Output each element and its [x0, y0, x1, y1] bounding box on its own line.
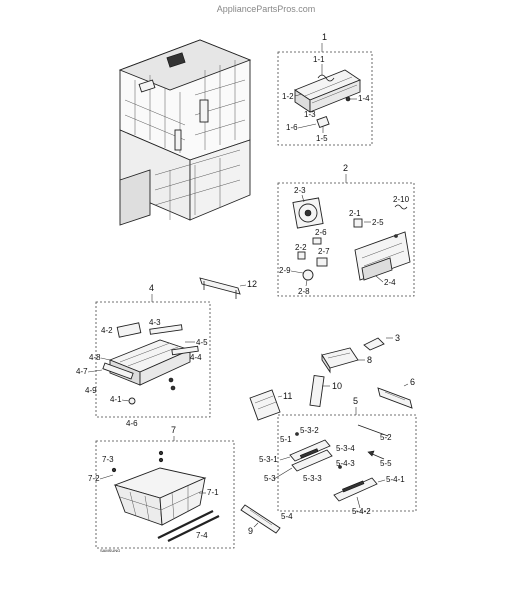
callout-2-4: 2-4	[384, 278, 396, 287]
callout-1-6: 1-6	[286, 123, 298, 132]
callout-2-10: 2-10	[393, 195, 410, 204]
callout-1-2: 1-2	[282, 92, 294, 101]
callout-6: 6	[410, 377, 415, 387]
callout-1: 1	[322, 32, 327, 42]
refrigerator-cabinet	[118, 39, 252, 226]
callout-2-2: 2-2	[295, 243, 307, 252]
callout-5-4: 5-4	[281, 512, 293, 521]
callout-3: 3	[395, 333, 400, 343]
callout-5-1: 5-1	[280, 435, 292, 444]
callout-4-2: 4-2	[101, 326, 113, 335]
callout-4-6: 4-6	[126, 419, 138, 428]
assembly-7: 7 7-3 7-2 7-1 7-4	[88, 425, 235, 549]
callout-7-3: 7-3	[102, 455, 114, 464]
callout-2-9: 2-9	[279, 266, 291, 275]
callout-9: 9	[248, 526, 253, 536]
callout-5: 5	[353, 396, 358, 406]
callout-1-5: 1-5	[316, 134, 328, 143]
callout-7-4: 7-4	[196, 531, 208, 540]
part-9-rail: 9	[240, 504, 281, 536]
assembly-2: 2 2-3 2-1 2-5 2-10 2-6 2-2 2-7 2-9 2-8 2	[277, 163, 415, 297]
callout-12: 12	[247, 279, 257, 289]
callout-4-1: 4-1	[110, 395, 122, 404]
footer-code: SAMSUNG	[100, 548, 120, 553]
callout-7-1: 7-1	[207, 488, 219, 497]
assembly-5: 5 5-3-2 5-2 5-1 5-3-4 5-3-1 5-4-3 5-5 5-…	[259, 396, 417, 521]
watermark: AppliancePartsPros.com	[217, 4, 316, 14]
callout-5-3-3: 5-3-3	[303, 474, 322, 483]
part-12-handle: 12	[199, 277, 257, 299]
callout-5-3: 5-3	[264, 474, 276, 483]
callout-5-3-1: 5-3-1	[259, 455, 278, 464]
part-11-filter: 11	[249, 389, 292, 421]
part-3-bracket: 3	[363, 333, 400, 351]
callout-5-4-1: 5-4-1	[386, 475, 405, 484]
assembly-4: 4 4-3 4-2 4-5 4-4 4-8 4-7 4-9 4-1 4-6	[76, 283, 211, 428]
callout-4: 4	[149, 283, 154, 293]
callout-2-6: 2-6	[315, 228, 327, 237]
callout-1-4: 1-4	[358, 94, 370, 103]
callout-11: 11	[283, 391, 292, 401]
callout-4-4: 4-4	[190, 353, 202, 362]
callout-7-2: 7-2	[88, 474, 100, 483]
callout-2: 2	[343, 163, 348, 173]
callout-2-1: 2-1	[349, 209, 361, 218]
part-10-duct: 10	[309, 374, 342, 408]
callout-5-2: 5-2	[380, 433, 392, 442]
callout-5-3-2: 5-3-2	[300, 426, 319, 435]
callout-4-8: 4-8	[89, 353, 101, 362]
part-6-rail: 6	[377, 377, 415, 409]
callout-5-4-2: 5-4-2	[352, 507, 371, 516]
callout-2-5: 2-5	[372, 218, 384, 227]
part-8-cover: 8	[321, 347, 372, 374]
assembly-1: 1 1-1 1-2 1-3 1-4 1-5 1-6	[277, 32, 373, 146]
callout-4-9: 4-9	[85, 386, 97, 395]
callout-5-4-3: 5-4-3	[336, 459, 355, 468]
callout-5-3-4: 5-3-4	[336, 444, 355, 453]
callout-1-3: 1-3	[304, 110, 316, 119]
callout-4-7: 4-7	[76, 367, 88, 376]
callout-7: 7	[171, 425, 176, 435]
callout-4-3: 4-3	[149, 318, 161, 327]
callout-5-5: 5-5	[380, 459, 392, 468]
callout-2-8: 2-8	[298, 287, 310, 296]
callout-2-7: 2-7	[318, 247, 330, 256]
callout-10: 10	[332, 381, 342, 391]
callout-2-3: 2-3	[294, 186, 306, 195]
callout-4-5: 4-5	[196, 338, 208, 347]
callout-8: 8	[367, 355, 372, 365]
callout-1-1: 1-1	[313, 55, 325, 64]
